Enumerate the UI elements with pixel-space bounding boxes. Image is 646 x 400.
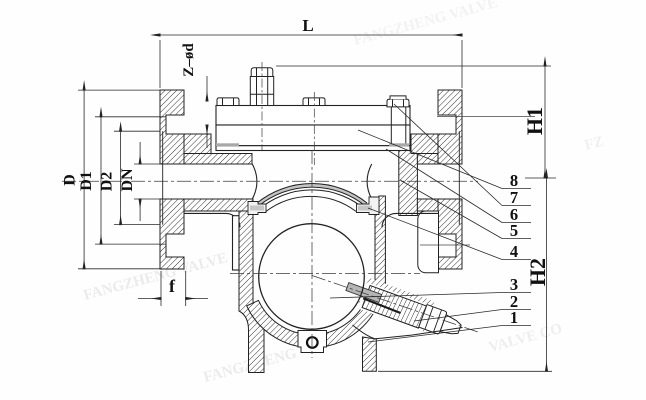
svg-text:H1: H1 bbox=[522, 107, 547, 135]
svg-text:H2: H2 bbox=[525, 258, 550, 286]
svg-text:L: L bbox=[302, 16, 313, 35]
svg-text:2: 2 bbox=[510, 292, 518, 311]
svg-text:FANGZHENG VALVE: FANGZHENG VALVE bbox=[82, 250, 229, 304]
svg-text:D2: D2 bbox=[98, 172, 115, 192]
svg-text:f: f bbox=[169, 276, 176, 296]
svg-text:8: 8 bbox=[510, 171, 518, 190]
svg-text:D: D bbox=[61, 174, 78, 186]
svg-text:4: 4 bbox=[510, 242, 518, 261]
svg-text:5: 5 bbox=[510, 221, 518, 240]
svg-text:DN: DN bbox=[119, 168, 136, 192]
svg-text:D1: D1 bbox=[78, 171, 95, 191]
svg-text:1: 1 bbox=[510, 308, 518, 327]
svg-text:3: 3 bbox=[510, 275, 518, 294]
svg-text:7: 7 bbox=[510, 188, 518, 207]
svg-text:FANGZHENG VALVE: FANGZHENG VALVE bbox=[352, 0, 499, 49]
svg-text:6: 6 bbox=[510, 205, 518, 224]
svg-text:FZ: FZ bbox=[583, 133, 606, 153]
svg-text:Z–ød: Z–ød bbox=[181, 43, 197, 77]
